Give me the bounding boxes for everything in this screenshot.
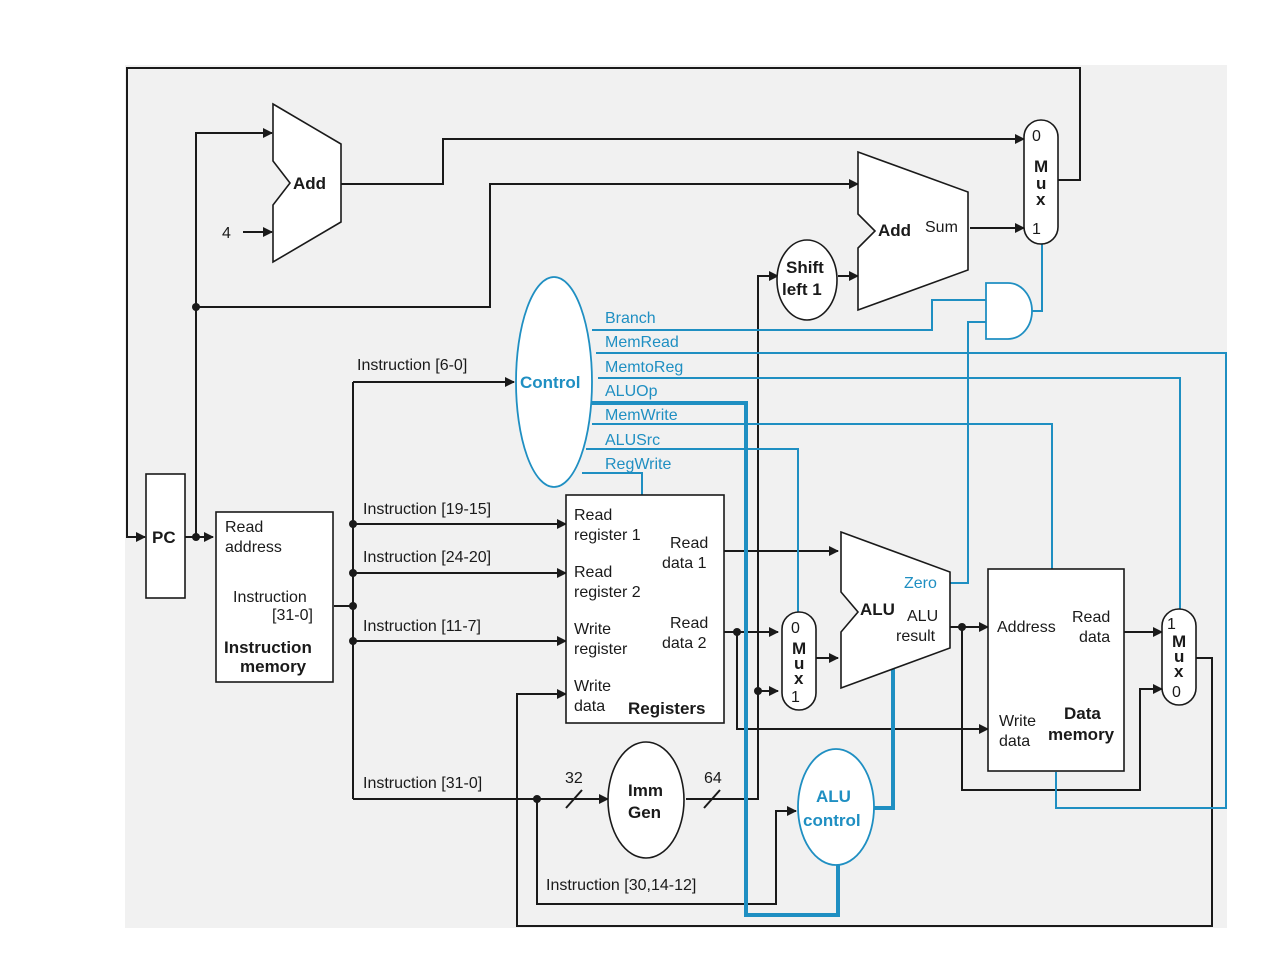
svg-text:1: 1 bbox=[1032, 221, 1041, 238]
svg-text:x: x bbox=[794, 669, 804, 688]
alu: ALU Zero ALU result bbox=[840, 530, 951, 690]
svg-text:0: 0 bbox=[1172, 684, 1181, 701]
alu-control-unit: ALU control bbox=[797, 748, 875, 866]
svg-text:Instruction [19-15]: Instruction [19-15] bbox=[363, 501, 491, 518]
svg-text:ALU: ALU bbox=[860, 600, 895, 619]
svg-text:Read: Read bbox=[225, 519, 263, 536]
svg-text:memory: memory bbox=[1048, 725, 1115, 744]
control-wires bbox=[582, 243, 1227, 917]
instruction-memory: Read address Instruction [31-0] Instruct… bbox=[215, 511, 334, 683]
svg-text:data: data bbox=[999, 733, 1030, 750]
svg-text:data: data bbox=[1079, 629, 1110, 646]
svg-text:Instruction [24-20]: Instruction [24-20] bbox=[363, 549, 491, 566]
svg-text:1: 1 bbox=[791, 689, 800, 706]
imm-in-width: 32 bbox=[565, 770, 583, 787]
svg-text:Write: Write bbox=[574, 678, 611, 695]
program-counter: PC bbox=[145, 473, 186, 599]
svg-text:Instruction [30,14-12]: Instruction [30,14-12] bbox=[546, 877, 696, 894]
svg-text:Instruction: Instruction bbox=[224, 638, 312, 657]
svg-text:RegWrite: RegWrite bbox=[605, 456, 671, 473]
svg-text:ALUOp: ALUOp bbox=[605, 383, 658, 400]
shift-left-unit: Shift left 1 bbox=[776, 239, 838, 321]
svg-text:Data: Data bbox=[1064, 704, 1101, 723]
branch-and-gate bbox=[985, 282, 1033, 340]
svg-text:PC: PC bbox=[152, 528, 176, 547]
svg-text:MemRead: MemRead bbox=[605, 334, 679, 351]
svg-text:x: x bbox=[1036, 190, 1046, 209]
svg-text:data: data bbox=[574, 698, 605, 715]
svg-text:M: M bbox=[1034, 157, 1048, 176]
svg-text:Write: Write bbox=[574, 621, 611, 638]
svg-text:Gen: Gen bbox=[628, 803, 661, 822]
svg-text:ALUSrc: ALUSrc bbox=[605, 432, 660, 449]
imm-out-width: 64 bbox=[704, 770, 722, 787]
svg-text:Instruction: Instruction bbox=[233, 589, 307, 606]
svg-text:Add: Add bbox=[878, 221, 911, 240]
svg-text:Zero: Zero bbox=[904, 575, 937, 592]
svg-text:Sum: Sum bbox=[925, 219, 958, 236]
svg-text:Shift: Shift bbox=[786, 258, 824, 277]
svg-text:address: address bbox=[225, 539, 282, 556]
svg-text:MemWrite: MemWrite bbox=[605, 407, 678, 424]
svg-text:result: result bbox=[896, 628, 936, 645]
svg-text:Control: Control bbox=[520, 373, 580, 392]
svg-text:ALU: ALU bbox=[816, 787, 851, 806]
pc-mux: 0 M u x 1 bbox=[1023, 119, 1059, 245]
svg-text:u: u bbox=[794, 654, 804, 673]
svg-text:Instruction [11-7]: Instruction [11-7] bbox=[363, 618, 481, 635]
svg-text:Read: Read bbox=[1072, 609, 1110, 626]
svg-text:u: u bbox=[1174, 647, 1184, 666]
svg-text:Read: Read bbox=[574, 564, 612, 581]
svg-text:control: control bbox=[803, 811, 861, 830]
svg-text:MemtoReg: MemtoReg bbox=[605, 359, 683, 376]
svg-text:0: 0 bbox=[1032, 128, 1041, 145]
svg-text:Instruction [6-0]: Instruction [6-0] bbox=[357, 357, 467, 374]
svg-text:Branch: Branch bbox=[605, 310, 656, 327]
alu-src-mux: 0 M u x 1 bbox=[781, 611, 817, 711]
control-unit: Control Branch MemRead MemtoReg ALUOp Me… bbox=[515, 276, 683, 488]
immediate-generator: Imm Gen 32 64 bbox=[565, 741, 722, 859]
svg-text:M: M bbox=[1172, 632, 1186, 651]
svg-text:x: x bbox=[1174, 662, 1184, 681]
svg-text:Registers: Registers bbox=[628, 699, 705, 718]
svg-text:1: 1 bbox=[1167, 616, 1176, 633]
register-file: Read register 1 Read register 2 Write re… bbox=[565, 494, 725, 724]
svg-text:data 2: data 2 bbox=[662, 635, 707, 652]
data-memory: Address Read data Write data Data memory bbox=[987, 568, 1125, 772]
svg-text:Imm: Imm bbox=[628, 781, 663, 800]
constant-four: 4 bbox=[222, 225, 231, 242]
svg-text:Read: Read bbox=[574, 507, 612, 524]
svg-text:u: u bbox=[1036, 174, 1046, 193]
svg-text:register 1: register 1 bbox=[574, 527, 641, 544]
svg-text:left 1: left 1 bbox=[782, 280, 822, 299]
pc-adder: Add 4 bbox=[222, 102, 342, 264]
svg-text:ALU: ALU bbox=[907, 608, 938, 625]
svg-text:Read: Read bbox=[670, 615, 708, 632]
svg-text:Address: Address bbox=[997, 619, 1056, 636]
svg-text:data 1: data 1 bbox=[662, 555, 707, 572]
branch-adder: Add Sum bbox=[857, 150, 969, 312]
svg-text:register 2: register 2 bbox=[574, 584, 641, 601]
instruction-field-labels: Instruction [6-0] Instruction [19-15] In… bbox=[357, 357, 696, 894]
datapath-wires bbox=[126, 67, 1213, 927]
svg-text:Instruction [31-0]: Instruction [31-0] bbox=[363, 775, 482, 792]
svg-text:0: 0 bbox=[791, 620, 800, 637]
svg-text:register: register bbox=[574, 641, 628, 658]
write-back-mux: 1 M u x 0 bbox=[1161, 608, 1197, 706]
svg-text:M: M bbox=[792, 639, 806, 658]
svg-text:Read: Read bbox=[670, 535, 708, 552]
svg-text:[31-0]: [31-0] bbox=[272, 607, 313, 624]
svg-text:Add: Add bbox=[293, 174, 326, 193]
svg-text:Write: Write bbox=[999, 713, 1036, 730]
svg-text:memory: memory bbox=[240, 657, 307, 676]
